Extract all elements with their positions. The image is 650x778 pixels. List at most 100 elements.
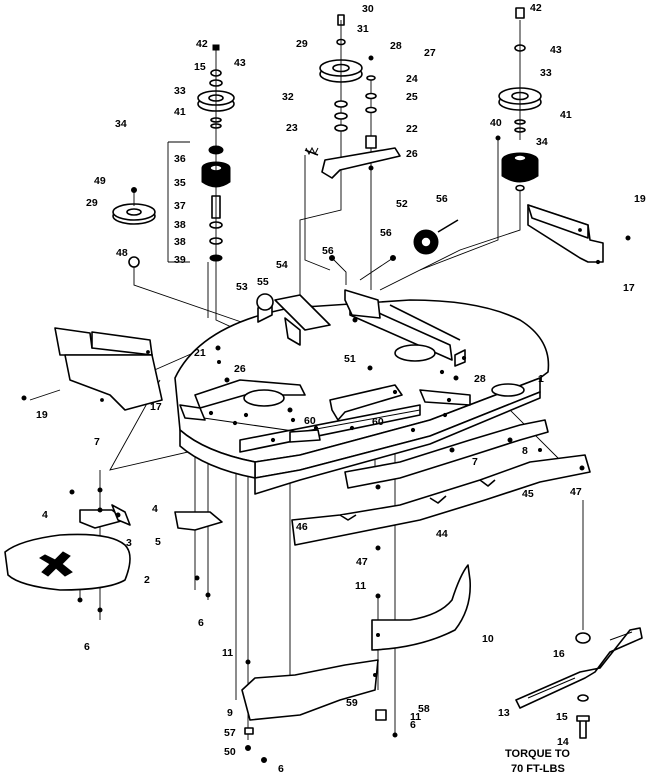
callout-43: 43 — [550, 44, 562, 56]
callout-38: 38 — [174, 236, 186, 248]
idler-assemblies — [256, 219, 459, 346]
callout-51: 51 — [344, 353, 356, 365]
callout-14: 14 — [557, 736, 569, 748]
callout-10: 10 — [482, 633, 494, 645]
callout-26: 26 — [406, 148, 418, 160]
left-spindle-assembly — [167, 44, 235, 263]
callout-1: 1 — [538, 373, 544, 385]
callout-50: 50 — [224, 746, 236, 758]
callout-11: 11 — [410, 711, 421, 723]
torque-note-line1: TORQUE TO — [505, 748, 570, 760]
callout-57: 57 — [224, 727, 236, 739]
callout-15: 15 — [194, 61, 206, 73]
mower-deck — [174, 289, 550, 495]
callout-47: 47 — [570, 486, 582, 498]
callout-34: 34 — [115, 118, 127, 130]
callout-19: 19 — [36, 409, 48, 421]
callout-42: 42 — [530, 2, 542, 14]
front-baffle — [291, 419, 591, 546]
callout-32: 32 — [282, 91, 294, 103]
front-brackets — [79, 504, 223, 531]
callout-30: 30 — [362, 3, 374, 15]
callout-56: 56 — [436, 193, 448, 205]
callout-23: 23 — [286, 122, 298, 134]
callout-4: 4 — [152, 503, 158, 515]
callout-35: 35 — [174, 177, 186, 189]
callout-60: 60 — [304, 415, 316, 427]
callout-2: 2 — [144, 574, 150, 586]
callout-27: 27 — [424, 47, 436, 59]
callout-6: 6 — [278, 763, 284, 775]
callout-7: 7 — [94, 436, 100, 448]
callout-34: 34 — [536, 136, 548, 148]
callout-37: 37 — [174, 200, 186, 212]
callout-48: 48 — [116, 247, 128, 259]
callout-28: 28 — [390, 40, 402, 52]
callout-21: 21 — [194, 347, 206, 359]
right-spindle-assembly — [495, 7, 542, 192]
callout-31: 31 — [357, 23, 369, 35]
callout-36: 36 — [174, 153, 186, 165]
callout-59: 59 — [346, 697, 358, 709]
callout-42: 42 — [196, 38, 208, 50]
discharge-shield-left — [54, 327, 163, 411]
callout-16: 16 — [553, 648, 565, 660]
callout-5: 5 — [155, 536, 161, 548]
callout-7: 7 — [472, 456, 478, 468]
mower-blade — [515, 627, 643, 739]
baffle-10 — [371, 564, 472, 651]
callout-24: 24 — [406, 73, 418, 85]
callout-44: 44 — [436, 528, 448, 540]
callout-43: 43 — [234, 57, 246, 69]
callout-47: 47 — [356, 556, 368, 568]
callout-29: 29 — [86, 197, 98, 209]
callout-55: 55 — [257, 276, 269, 288]
callout-56: 56 — [380, 227, 392, 239]
torque-note: TORQUE TO 70 FT-LBS — [505, 748, 570, 775]
callout-9: 9 — [227, 707, 233, 719]
callout-45: 45 — [522, 488, 534, 500]
callout-11: 11 — [222, 647, 233, 659]
callout-13: 13 — [498, 707, 510, 719]
left-idler-pulley — [112, 187, 156, 268]
callout-4: 4 — [42, 509, 48, 521]
callout-6: 6 — [410, 719, 416, 731]
callout-41: 41 — [174, 106, 186, 118]
callout-22: 22 — [406, 123, 418, 135]
callout-6: 6 — [198, 617, 204, 629]
callout-labels: 1 2 3 4 4 5 6 6 6 6 7 7 8 9 10 11 11 11 … — [36, 2, 646, 775]
anti-scalp-plate — [4, 533, 131, 591]
callout-17: 17 — [150, 401, 162, 413]
baffle-9 — [241, 659, 379, 721]
callout-26: 26 — [234, 363, 246, 375]
callout-56: 56 — [322, 245, 334, 257]
callout-6: 6 — [84, 641, 90, 653]
callout-40: 40 — [490, 117, 502, 129]
hardware — [21, 235, 631, 763]
callout-41: 41 — [560, 109, 572, 121]
callout-39: 39 — [174, 254, 186, 266]
discharge-shield-right — [527, 204, 604, 265]
callout-54: 54 — [276, 259, 288, 271]
callout-11: 11 — [355, 580, 366, 592]
callout-33: 33 — [174, 85, 186, 97]
callout-15: 15 — [556, 711, 568, 723]
callout-46: 46 — [296, 521, 308, 533]
center-spindle-assembly — [304, 14, 401, 179]
callout-38: 38 — [174, 219, 186, 231]
callout-8: 8 — [522, 445, 528, 457]
callout-25: 25 — [406, 91, 418, 103]
torque-note-line2: 70 FT-LBS — [511, 763, 565, 775]
callout-53: 53 — [236, 281, 248, 293]
callout-49: 49 — [94, 175, 106, 187]
callout-29: 29 — [296, 38, 308, 50]
callout-19: 19 — [634, 193, 646, 205]
callout-17: 17 — [623, 282, 635, 294]
callout-60: 60 — [372, 416, 384, 428]
callout-28: 28 — [474, 373, 486, 385]
callout-52: 52 — [396, 198, 408, 210]
callout-3: 3 — [126, 537, 132, 549]
callout-33: 33 — [540, 67, 552, 79]
callout-58: 58 — [418, 703, 430, 715]
